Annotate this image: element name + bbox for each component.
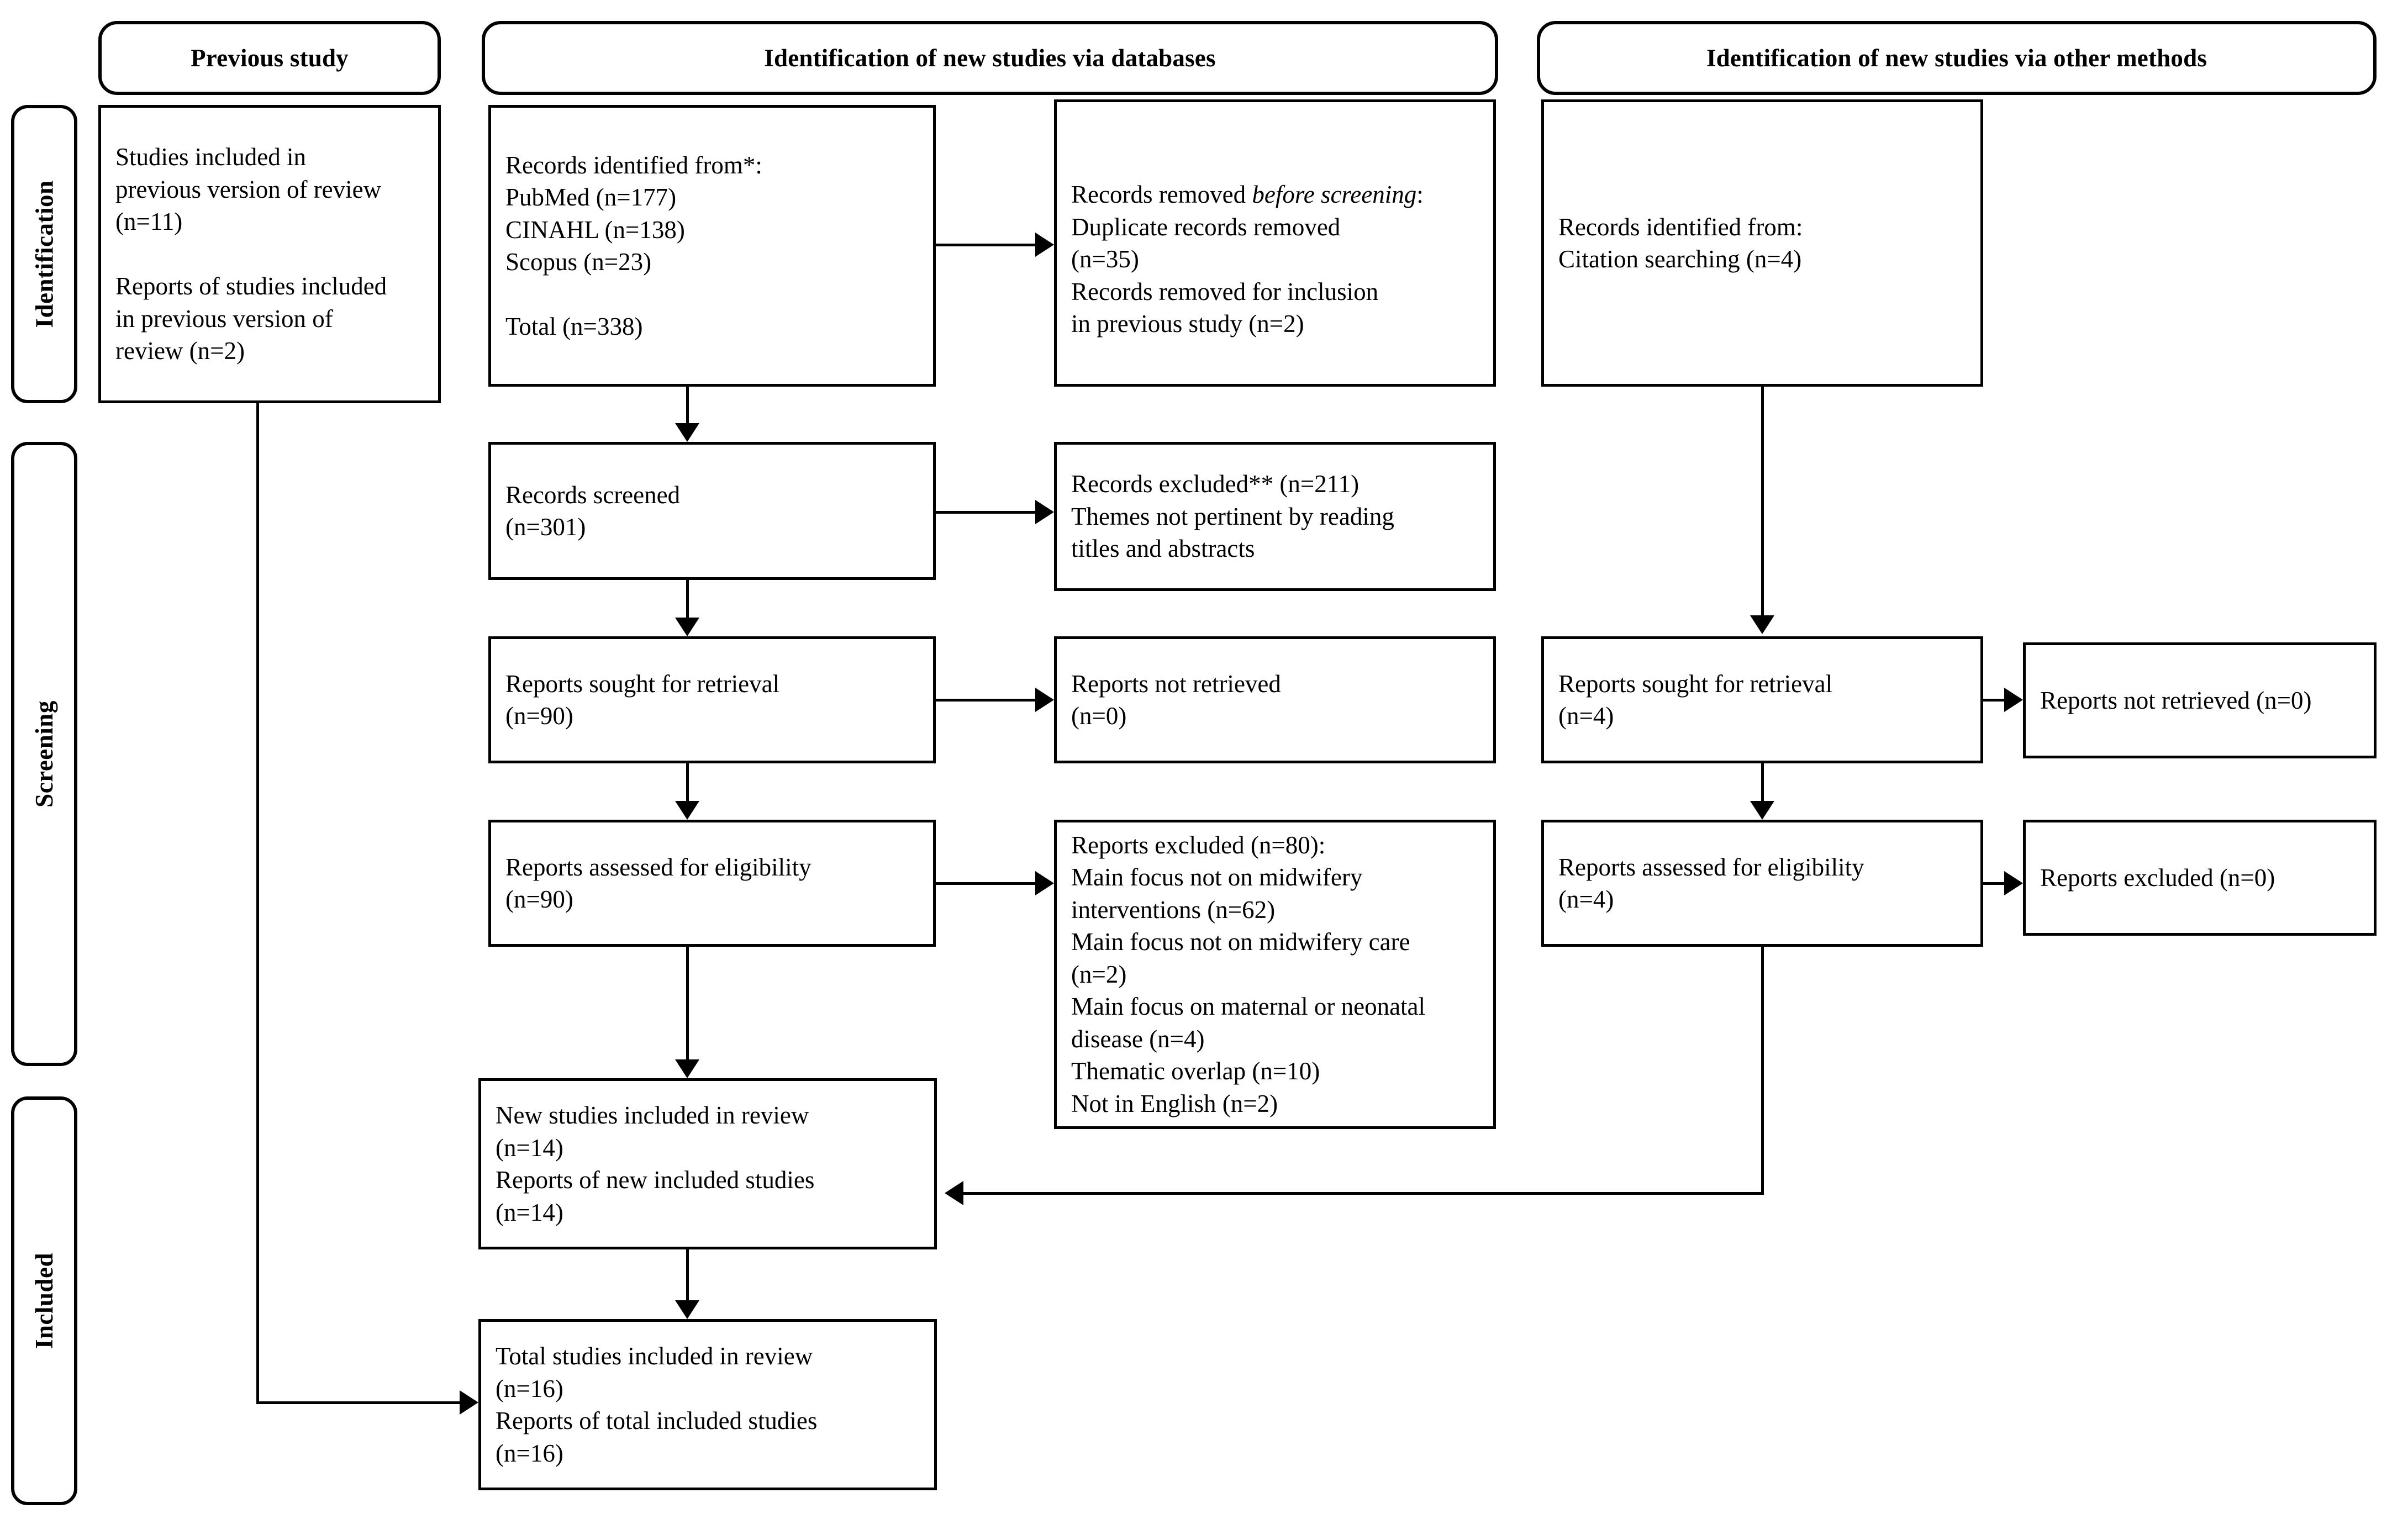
connector-screened-to-sought [686, 580, 689, 622]
box-records-screened: Records screened (n=301) [488, 442, 936, 580]
arrowhead-identified-to-screened [675, 423, 699, 442]
box-reports-excluded-databases-text: Reports excluded (n=80): Main focus not … [1071, 831, 1426, 1117]
box-reports-excluded-other: Reports excluded (n=0) [2023, 820, 2377, 936]
records-removed-emphasis: before screening [1252, 181, 1417, 208]
arrowhead-new-to-total-studies [675, 1300, 699, 1319]
box-reports-assessed-other: Reports assessed for eligibility (n=4) [1541, 820, 1983, 947]
connector-identified-to-screened [686, 387, 689, 428]
box-records-excluded-text: Records excluded** (n=211) Themes not pe… [1071, 470, 1394, 563]
arrowhead-sought-to-assessed-db [675, 801, 699, 820]
box-reports-excluded-databases: Reports excluded (n=80): Main focus not … [1054, 820, 1496, 1129]
box-records-identified: Records identified from*: PubMed (n=177)… [488, 105, 936, 387]
connector-assessed-db-to-new-studies [686, 947, 689, 1064]
box-reports-sought-other-text: Reports sought for retrieval (n=4) [1558, 669, 1833, 730]
column-header-previous-study: Previous study [98, 21, 441, 95]
box-records-removed-text: Records removed before screening: Duplic… [1057, 146, 1493, 340]
connector-identified-other-to-sought-other [1761, 387, 1764, 619]
connector-identified-to-removed [936, 244, 1035, 246]
connector-sought-to-not-retrieved-db [936, 699, 1035, 702]
connector-assessed-other-to-excluded-other [1983, 882, 2004, 885]
box-new-studies-included: New studies included in review (n=14) Re… [478, 1078, 937, 1249]
arrowhead-other-elbow-to-new-studies [945, 1181, 963, 1205]
arrowhead-screened-to-excluded [1035, 500, 1054, 524]
connector-sought-other-to-assessed-other [1761, 763, 1764, 805]
column-header-other-methods-label: Identification of new studies via other … [1706, 44, 2207, 72]
records-removed-detail: Duplicate records removed (n=35) Records… [1071, 213, 1379, 338]
arrowhead-assessed-db-to-new-studies [675, 1059, 699, 1078]
column-header-databases: Identification of new studies via databa… [482, 21, 1498, 95]
stage-label-screening-text: Screening [30, 700, 59, 808]
box-records-identified-other: Records identified from: Citation search… [1541, 99, 1983, 387]
connector-previous-elbow-horizontal [256, 1401, 460, 1404]
connector-previous-elbow-vertical [256, 403, 259, 1404]
arrowhead-assessed-to-excluded-db [1035, 871, 1054, 895]
arrowhead-sought-to-not-retrieved-db [1035, 688, 1054, 712]
box-reports-not-retrieved-databases-text: Reports not retrieved (n=0) [1071, 669, 1281, 730]
box-reports-sought-databases: Reports sought for retrieval (n=90) [488, 636, 936, 763]
box-previous-studies: Studies included in previous version of … [98, 105, 441, 403]
connector-other-elbow-horizontal [963, 1192, 1764, 1195]
stage-label-identification: Identification [11, 105, 77, 403]
box-reports-sought-databases-text: Reports sought for retrieval (n=90) [505, 669, 780, 730]
box-reports-assessed-other-text: Reports assessed for eligibility (n=4) [1558, 853, 1864, 914]
box-total-studies-included-text: Total studies included in review (n=16) … [496, 1342, 818, 1467]
connector-assessed-to-excluded-db [936, 882, 1035, 885]
arrowhead-screened-to-sought [675, 618, 699, 636]
box-reports-assessed-databases-text: Reports assessed for eligibility (n=90) [505, 853, 812, 914]
column-header-databases-label: Identification of new studies via databa… [764, 44, 1216, 72]
box-reports-sought-other: Reports sought for retrieval (n=4) [1541, 636, 1983, 763]
box-reports-not-retrieved-other-text: Reports not retrieved (n=0) [2040, 686, 2312, 714]
column-header-other-methods: Identification of new studies via other … [1537, 21, 2377, 95]
connector-screened-to-excluded [936, 511, 1035, 514]
connector-new-to-total-studies [686, 1249, 689, 1305]
box-total-studies-included: Total studies included in review (n=16) … [478, 1319, 937, 1490]
box-records-identified-text: Records identified from*: PubMed (n=177)… [505, 151, 762, 341]
arrowhead-sought-other-to-assessed-other [1750, 801, 1774, 820]
arrowhead-previous-elbow-to-total-studies [460, 1390, 478, 1415]
box-new-studies-included-text: New studies included in review (n=14) Re… [496, 1101, 815, 1226]
arrowhead-identified-to-removed [1035, 233, 1054, 257]
arrowhead-sought-other-to-not-retrieved-other [2004, 688, 2023, 712]
records-removed-lead: Records removed [1071, 181, 1252, 208]
box-reports-not-retrieved-other: Reports not retrieved (n=0) [2023, 642, 2377, 758]
column-header-previous-study-label: Previous study [191, 44, 349, 72]
records-removed-colon: : [1416, 181, 1424, 208]
connector-sought-to-assessed-db [686, 763, 689, 805]
stage-label-included-text: Included [30, 1252, 59, 1349]
box-previous-studies-text: Studies included in previous version of … [115, 143, 387, 365]
stage-label-screening: Screening [11, 442, 77, 1066]
box-records-excluded: Records excluded** (n=211) Themes not pe… [1054, 442, 1496, 591]
arrowhead-assessed-other-to-excluded-other [2004, 871, 2023, 895]
box-reports-excluded-other-text: Reports excluded (n=0) [2040, 863, 2275, 892]
box-records-identified-other-text: Records identified from: Citation search… [1558, 213, 1803, 273]
stage-label-identification-text: Identification [30, 180, 59, 328]
box-reports-assessed-databases: Reports assessed for eligibility (n=90) [488, 820, 936, 947]
connector-other-elbow-vertical [1761, 947, 1764, 1195]
stage-label-included: Included [11, 1096, 77, 1505]
box-reports-not-retrieved-databases: Reports not retrieved (n=0) [1054, 636, 1496, 763]
connector-sought-other-to-not-retrieved-other [1983, 699, 2004, 702]
arrowhead-identified-other-to-sought-other [1750, 615, 1774, 634]
box-records-screened-text: Records screened (n=301) [505, 481, 681, 541]
box-records-removed-before-screening: Records removed before screening: Duplic… [1054, 99, 1496, 387]
